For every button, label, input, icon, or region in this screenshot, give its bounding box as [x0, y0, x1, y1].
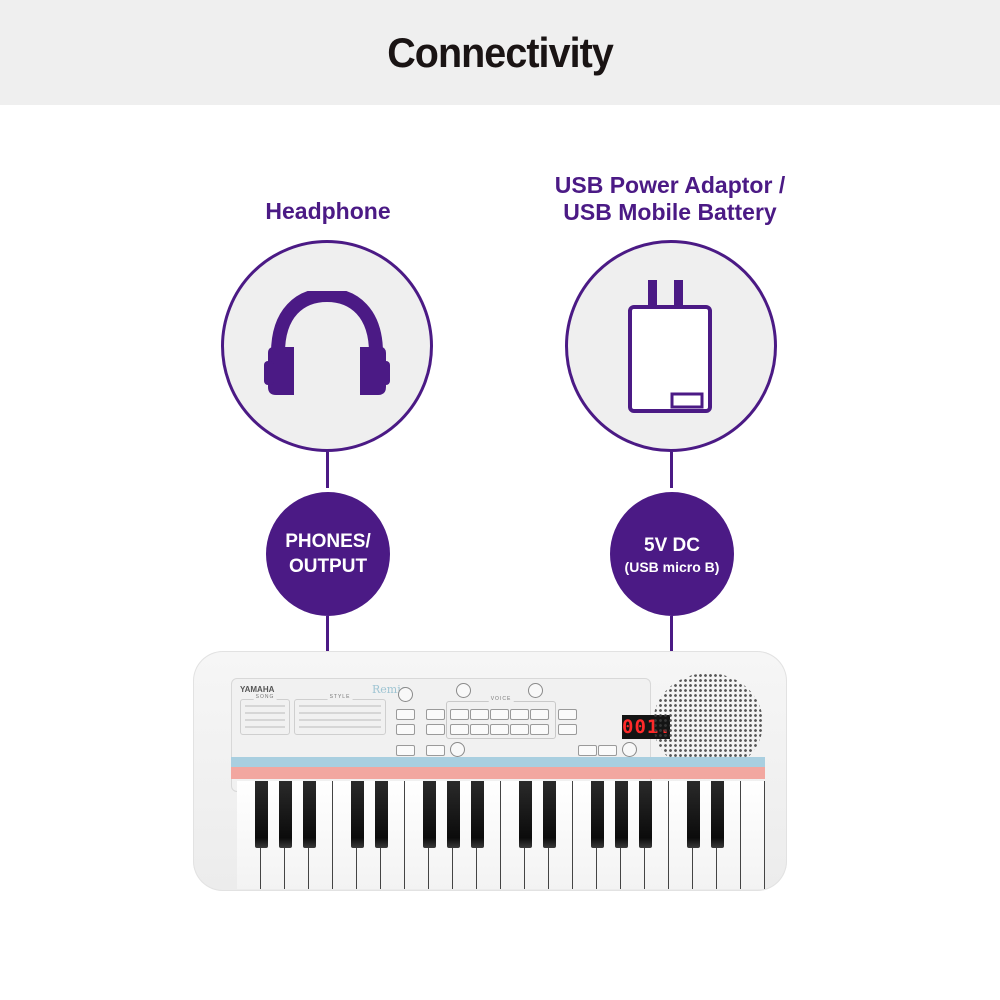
song-list: SONG	[240, 694, 290, 735]
phones-to-keyboard-line	[326, 616, 329, 652]
white-key	[741, 781, 765, 889]
control-panel: YAMAHA Remie SONG STYLE VOICE	[231, 678, 671, 792]
black-key	[614, 781, 628, 848]
dc-port-badge: 5V DC (USB micro B)	[610, 492, 734, 616]
port-sublabel: (USB micro B)	[624, 558, 720, 575]
voice-button	[450, 709, 469, 720]
black-key	[422, 781, 436, 848]
play-stop-knob	[622, 742, 637, 757]
panel-button	[426, 724, 445, 735]
black-key	[254, 781, 268, 848]
headphone-label: Headphone	[228, 198, 428, 225]
black-key	[542, 781, 556, 848]
voice-button	[530, 709, 549, 720]
voice-buttons: VOICE	[446, 696, 556, 739]
dc-to-keyboard-line	[670, 616, 673, 652]
title-banner: Connectivity	[0, 0, 1000, 105]
black-key	[470, 781, 484, 848]
keyboard-illustration: YAMAHA Remie SONG STYLE VOICE	[193, 651, 787, 891]
brand-logo: YAMAHA	[240, 685, 275, 694]
black-key	[686, 781, 700, 848]
level-button	[426, 745, 445, 756]
voice-button	[470, 709, 489, 720]
plus-button	[558, 709, 577, 720]
port-label: PHONES/	[285, 531, 371, 552]
voice-knob-2	[528, 683, 543, 698]
headphones-icon	[264, 291, 390, 395]
black-key	[350, 781, 364, 848]
usb-connector-line	[670, 452, 673, 488]
port-label: 5V DC	[644, 534, 700, 556]
piano-keys	[237, 781, 765, 889]
usb-power-adaptor-icon	[628, 280, 712, 413]
function-button	[396, 745, 415, 756]
voice-button	[510, 709, 529, 720]
voice-title: VOICE	[488, 696, 514, 702]
headphone-circle	[221, 240, 433, 452]
minus-button	[558, 724, 577, 735]
song-button	[578, 745, 597, 756]
headphone-connector-line	[326, 452, 329, 488]
panel-button	[426, 709, 445, 720]
voice-button	[530, 724, 549, 735]
black-key	[710, 781, 724, 848]
usb-label-line1: USB Power Adaptor /	[554, 172, 786, 198]
black-key	[302, 781, 316, 848]
power-knob	[398, 687, 413, 702]
panel-button	[396, 724, 415, 735]
song-list-title: SONG	[253, 694, 277, 700]
quiz-knob	[450, 742, 465, 757]
voice-icon-strip	[231, 757, 765, 767]
headphone-label-text: Headphone	[265, 198, 391, 224]
usb-adaptor-circle	[565, 240, 777, 452]
usb-label-line2: USB Mobile Battery	[563, 199, 777, 225]
port-label-2: OUTPUT	[288, 556, 368, 577]
black-key	[374, 781, 388, 848]
style-list-title: STYLE	[327, 694, 353, 700]
page-title: Connectivity	[387, 28, 614, 76]
black-key	[590, 781, 604, 848]
sound-icon-strip	[231, 767, 765, 779]
voice-button	[510, 724, 529, 735]
style-button	[598, 745, 617, 756]
phones-output-port-badge: PHONES/ OUTPUT	[266, 492, 390, 616]
black-key	[446, 781, 460, 848]
voice-button	[450, 724, 469, 735]
panel-button	[396, 709, 415, 720]
black-key	[638, 781, 652, 848]
voice-button	[470, 724, 489, 735]
style-list: STYLE	[294, 694, 386, 735]
speaker-grille	[653, 673, 763, 773]
voice-button	[490, 709, 509, 720]
black-key	[518, 781, 532, 848]
voice-knob-1	[456, 683, 471, 698]
usb-power-label: USB Power Adaptor / USB Mobile Battery	[520, 172, 820, 226]
voice-button	[490, 724, 509, 735]
black-key	[278, 781, 292, 848]
